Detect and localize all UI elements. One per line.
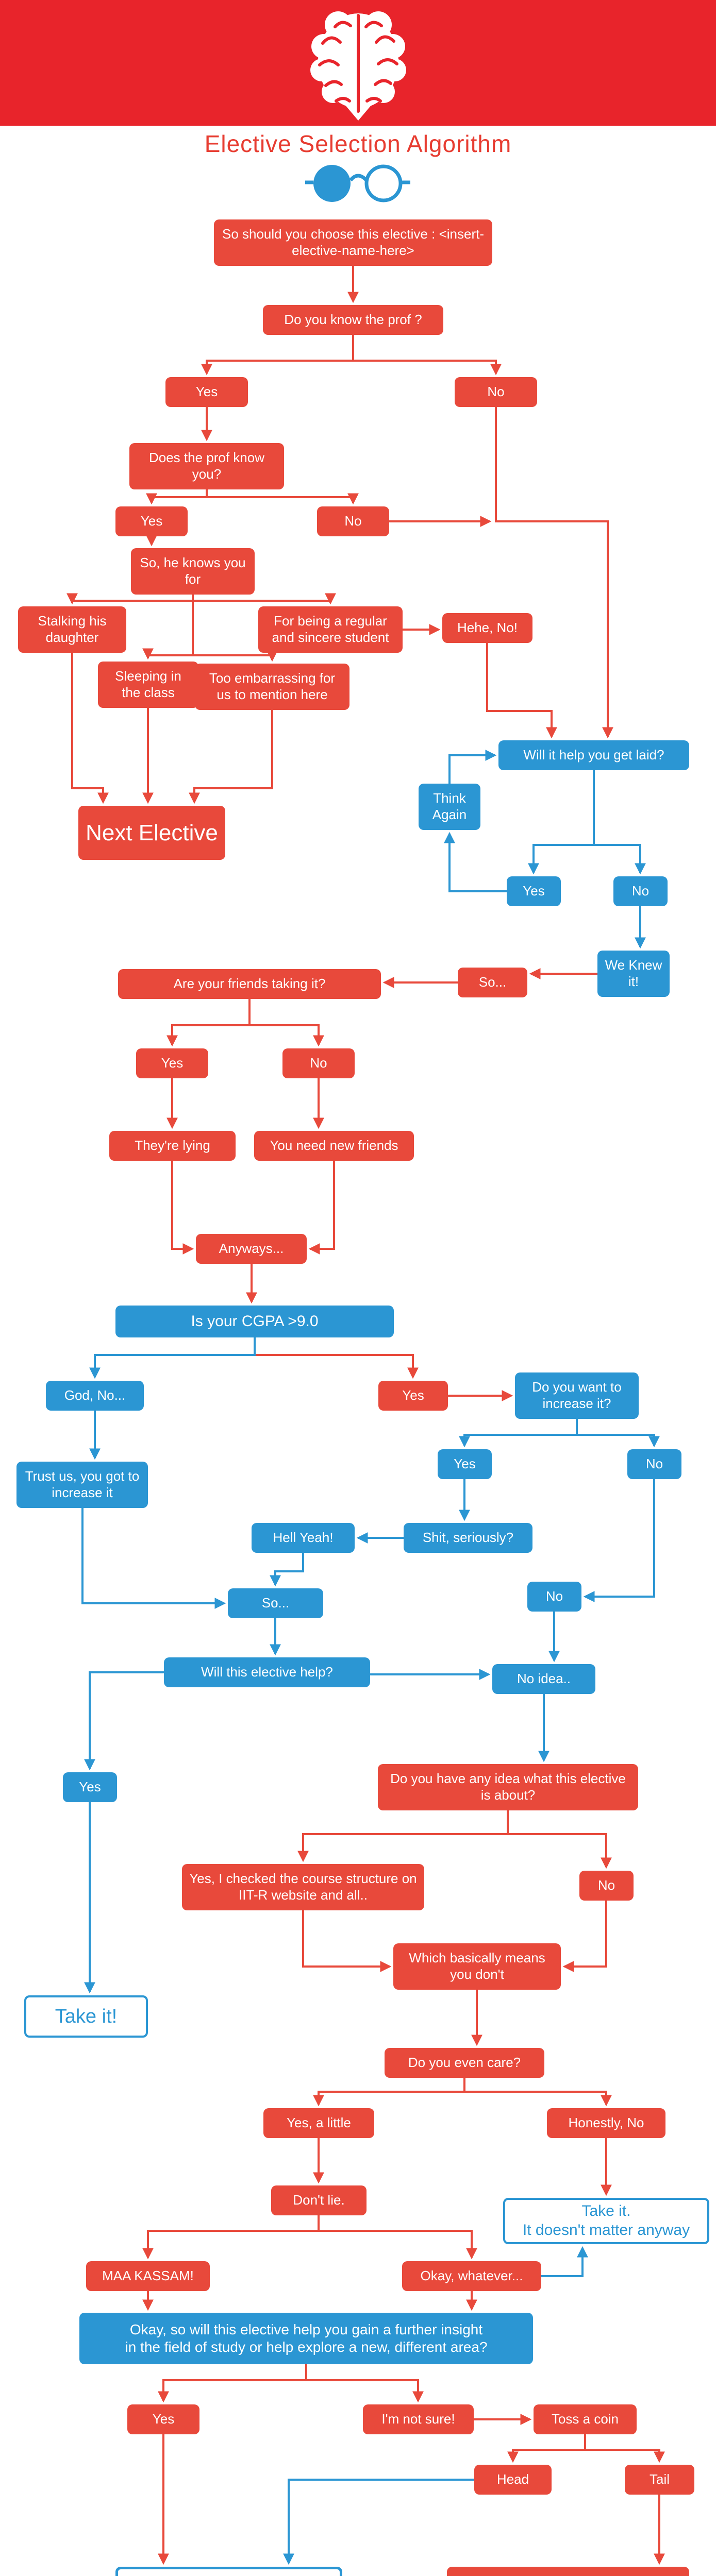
node-anyways: Anyways... — [196, 1234, 307, 1264]
node-even-care: Do you even care? — [385, 2048, 544, 2078]
node-no-increase: No — [627, 1449, 681, 1479]
node-need-new-friends: You need new friends — [254, 1131, 414, 1161]
node-basically-dont: Which basically means you don't — [393, 1943, 561, 1990]
header-banner — [0, 0, 716, 126]
node-yes-increase: Yes — [438, 1449, 492, 1479]
node-tail: Tail — [625, 2465, 694, 2495]
node-not-sure: I'm not sure! — [363, 2404, 474, 2434]
node-think-again: Think Again — [419, 784, 480, 830]
node-maa-kassam: MAA KASSAM! — [86, 2261, 210, 2291]
node-friends-taking: Are your friends taking it? — [118, 969, 381, 999]
node-yes-know-prof: Yes — [165, 377, 248, 407]
blue-connectors — [81, 750, 660, 2565]
page-title: Elective Selection Algorithm — [204, 130, 512, 157]
node-yes-friends: Yes — [136, 1048, 208, 1078]
node-no-know-prof: No — [455, 377, 537, 407]
node-shit-seriously: Shit, seriously? — [404, 1523, 532, 1553]
red-connectors — [66, 266, 665, 2565]
node-knows-you-for: So, he knows you for — [131, 548, 255, 595]
node-no-seriously: No — [527, 1582, 581, 1612]
node-yes-a-little: Yes, a little — [263, 2108, 374, 2138]
node-no-idea: No idea.. — [492, 1664, 595, 1694]
node-too-embarrassing: Too embarrassing for us to mention here — [195, 664, 349, 710]
node-yes-laid: Yes — [507, 876, 561, 906]
node-take-it-1: Take it! — [24, 1995, 148, 2038]
node-start: So should you choose this elective : <in… — [214, 219, 492, 266]
node-next-elective-1: Next Elective — [78, 806, 225, 860]
node-cgpa: Is your CGPA >9.0 — [115, 1306, 394, 1337]
brain-icon — [310, 11, 406, 121]
node-so-1: So... — [458, 968, 527, 997]
node-insight-question: Okay, so will this elective help you gai… — [79, 2313, 533, 2364]
node-yes-help: Yes — [63, 1772, 117, 1802]
node-increase-it: Do you want to increase it? — [515, 1372, 639, 1419]
node-stalking-daughter: Stalking his daughter — [18, 606, 126, 653]
node-get-laid: Will it help you get laid? — [498, 740, 689, 770]
node-honestly-no: Honestly, No — [547, 2108, 665, 2138]
node-trust-us: Trust us, you got to increase it — [16, 1462, 148, 1508]
node-okay-whatever: Okay, whatever... — [402, 2261, 541, 2291]
node-no-laid: No — [613, 876, 668, 906]
node-head: Head — [474, 2465, 552, 2495]
node-god-no: God, No... — [46, 1381, 144, 1411]
node-theyre-lying: They're lying — [109, 1131, 236, 1161]
node-sleeping-class: Sleeping in the class — [98, 662, 198, 708]
node-so-2: So... — [228, 1588, 323, 1618]
node-hell-yeah: Hell Yeah! — [252, 1523, 355, 1553]
node-no-prof-knows: No — [317, 506, 389, 536]
node-take-it-final: Take it! — [115, 2567, 342, 2576]
node-prof-know-you: Does the prof know you? — [129, 443, 284, 489]
node-yes-cgpa: Yes — [378, 1381, 448, 1411]
node-yes-prof-knows: Yes — [115, 506, 188, 536]
node-regular-student: For being a regular and sincere student — [258, 606, 403, 653]
node-no-idea-about: No — [579, 1871, 634, 1901]
node-we-knew-it: We Knew it! — [597, 951, 670, 997]
node-no-friends: No — [282, 1048, 355, 1078]
node-next-elective-final: Next Elective — [447, 2567, 689, 2576]
node-yes-insight: Yes — [127, 2404, 199, 2434]
node-know-prof: Do you know the prof ? — [263, 305, 443, 335]
node-any-idea: Do you have any idea what this elective … — [378, 1764, 638, 1810]
node-take-it-doesnt-matter: Take it. It doesn't matter anyway — [503, 2198, 709, 2244]
node-elective-help: Will this elective help? — [164, 1657, 370, 1687]
node-hehe-no: Hehe, No! — [442, 613, 532, 643]
node-toss-a-coin: Toss a coin — [534, 2404, 637, 2434]
node-dont-lie: Don't lie. — [271, 2185, 367, 2215]
node-checked-structure: Yes, I checked the course structure on I… — [182, 1864, 424, 1910]
glasses-icon — [305, 164, 410, 202]
